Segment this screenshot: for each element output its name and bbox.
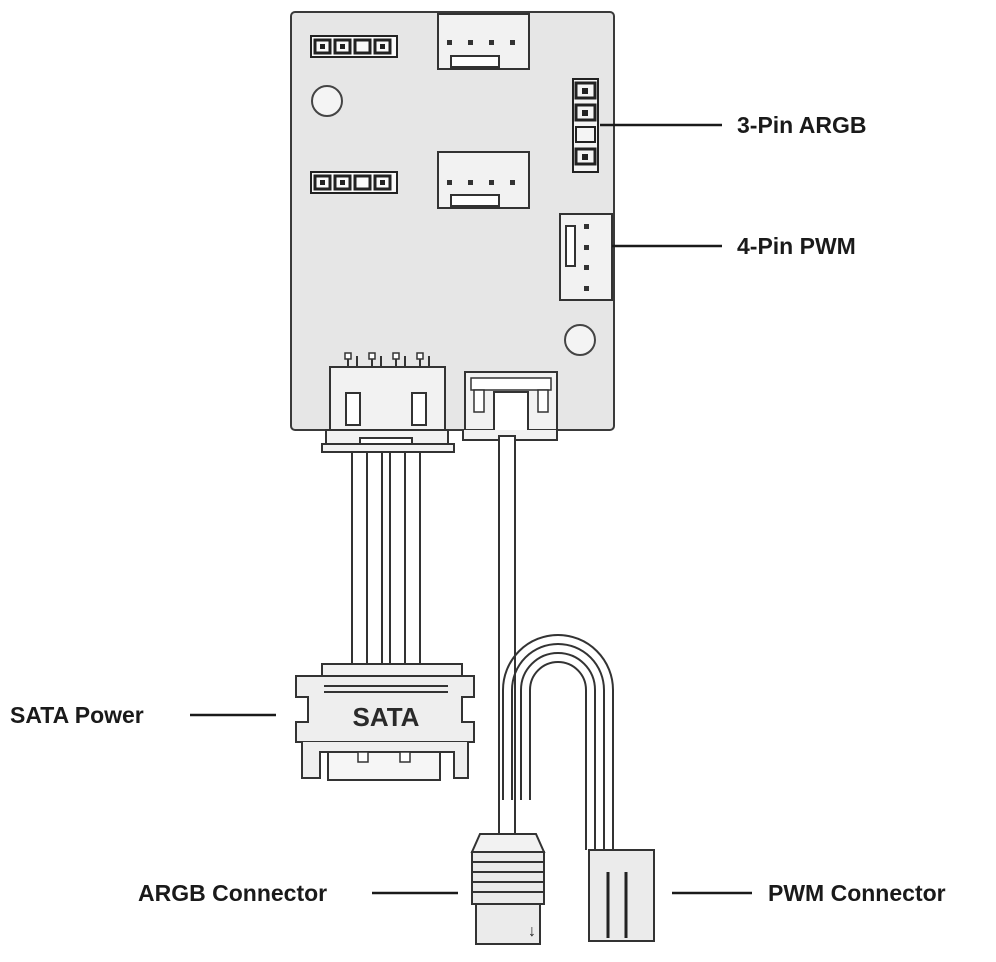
- label-3pin-argb: 3-Pin ARGB: [737, 112, 867, 138]
- controller-board: [290, 11, 615, 431]
- header-top-left: [310, 35, 398, 58]
- fan-header-middle: [437, 151, 530, 209]
- argb-3pin-header: [572, 78, 599, 173]
- label-argb-connector: ARGB Connector: [138, 880, 327, 906]
- sata-plug: SATA: [295, 663, 475, 781]
- argb-connector-plug: ↓: [470, 833, 546, 945]
- pwm-cable: [502, 634, 614, 850]
- sata-cable: [351, 451, 421, 665]
- label-pwm-connector: PWM Connector: [768, 880, 946, 906]
- mounting-hole-top: [311, 85, 343, 117]
- label-4pin-pwm: 4-Pin PWM: [737, 233, 856, 259]
- fan-header-top: [437, 13, 530, 70]
- callout-lines: [190, 123, 752, 895]
- header-middle-left: [310, 171, 398, 194]
- argb-arrow-icon: ↓: [528, 923, 536, 940]
- sata-plug-text: SATA: [353, 702, 420, 732]
- sata-board-connector: [321, 352, 455, 453]
- pwm-4pin-header: [559, 213, 613, 301]
- pwm-connector-plug: [588, 849, 655, 942]
- argb-pwm-board-connector: [462, 371, 558, 441]
- label-sata-power: SATA Power: [10, 702, 144, 728]
- mounting-hole-bottom: [564, 324, 596, 356]
